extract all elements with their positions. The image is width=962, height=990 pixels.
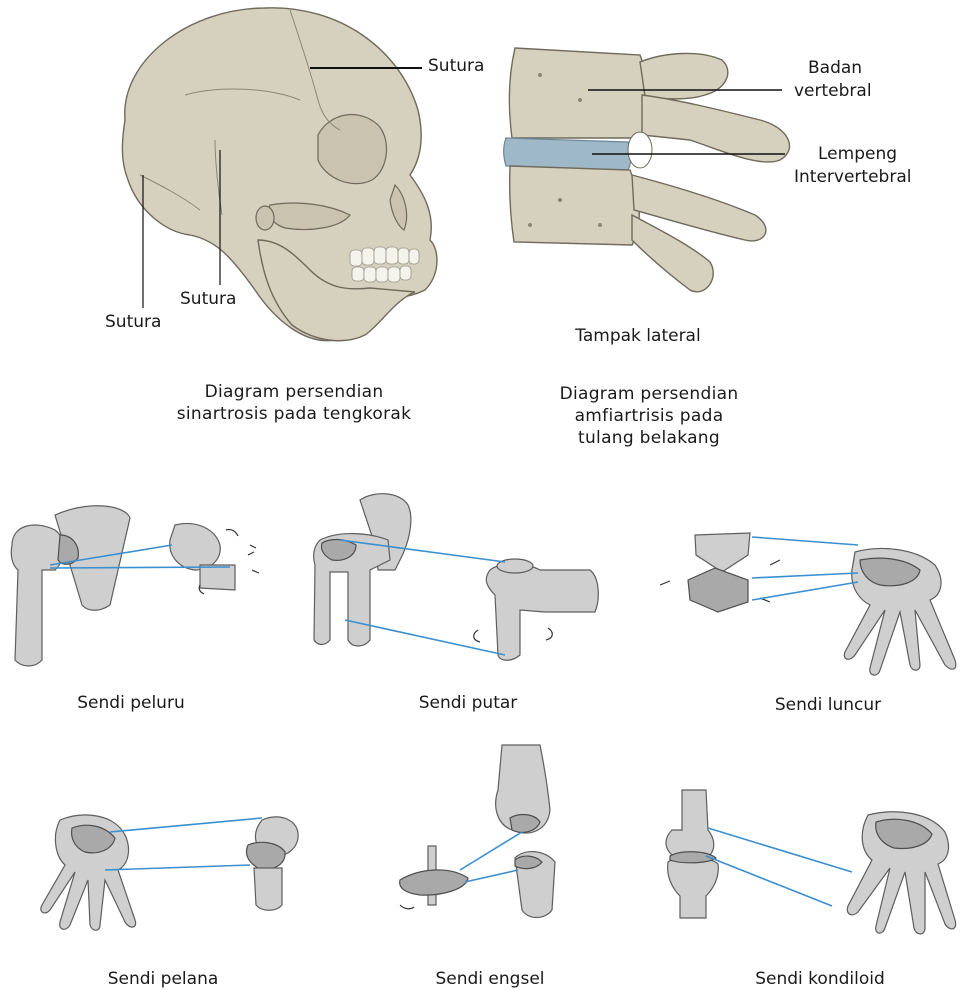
vertebra-illustration (504, 48, 790, 292)
label-sutura-top: Sutura (428, 55, 484, 77)
label-sendi-kondiloid: Sendi kondiloid (755, 968, 885, 990)
label-sendi-luncur: Sendi luncur (775, 694, 881, 716)
label-badan-1: Badan (808, 57, 862, 79)
label-lempeng-2: Intervertebral (794, 166, 911, 188)
label-sendi-pelana: Sendi pelana (108, 968, 219, 990)
saddle-joint-illustration (41, 815, 298, 930)
caption-sinartrosis: Diagram persendian sinartrosis pada teng… (177, 381, 412, 425)
label-sendi-peluru: Sendi peluru (77, 692, 184, 714)
pivot-joint-illustration (314, 494, 599, 661)
caption-amfiartrosis-line-2: amfiartrisis pada (560, 405, 739, 427)
caption-amfiartrosis-line-1: Diagram persendian (560, 383, 739, 405)
caption-sinartrosis-line-1: Diagram persendian (177, 381, 412, 403)
gliding-joint-illustration (660, 533, 956, 675)
label-tampak-lateral: Tampak lateral (575, 325, 700, 347)
hinge-joint-illustration (400, 745, 555, 918)
label-sendi-engsel: Sendi engsel (435, 968, 544, 990)
caption-amfiartrosis: Diagram persendian amfiartrisis pada tul… (560, 383, 739, 449)
label-sutura-left: Sutura (105, 311, 161, 333)
label-sutura-mid: Sutura (180, 288, 236, 310)
label-badan-2: vertebral (794, 80, 872, 102)
label-lempeng-1: Lempeng (818, 143, 897, 165)
ball-joint-illustration (11, 506, 259, 666)
label-sendi-putar: Sendi putar (419, 692, 518, 714)
condyloid-joint-illustration (666, 790, 956, 934)
caption-sinartrosis-line-2: sinartrosis pada tengkorak (177, 403, 412, 425)
skull-illustration (122, 8, 437, 341)
caption-amfiartrosis-line-3: tulang belakang (560, 427, 739, 449)
